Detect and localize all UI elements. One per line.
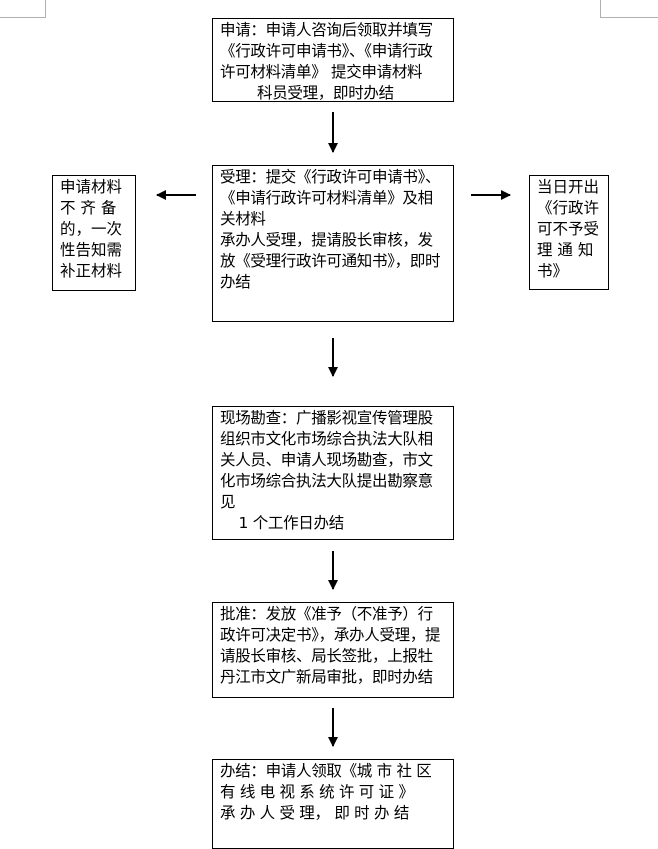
step-apply-line: 许可材料清单》 提交申请材料 (220, 63, 423, 81)
step-inspect-line: 1 个工作日办结 (220, 514, 345, 532)
branch-incomplete-line: 申请材料 (60, 178, 123, 196)
branch-incomplete-materials: 申请材料 不 齐 备 的，一次 性告知需 补正材料 (52, 175, 136, 291)
step-inspect-line: 见 (220, 493, 236, 511)
step-complete-line: 有 线 电 视 系 统 许 可 证 》 (220, 783, 414, 801)
branch-reject-line: 理 通 知 (537, 241, 594, 259)
branch-reject-line: 《行政许 (537, 199, 600, 217)
step-inspect-line: 现场勘查：广播影视宣传管理股 (220, 409, 433, 427)
step-approve: 批准：发放《准予（不准予）行 政许可决定书》，承办人受理，提 请股长审核、局长签… (212, 602, 454, 698)
branch-reject-line: 书》 (537, 262, 569, 280)
step-inspect-line: 化市场综合执法大队提出勘察意 (220, 472, 433, 490)
step-approve-line: 政许可决定书》，承办人受理，提 (220, 626, 441, 644)
branch-incomplete-line: 补正材料 (60, 262, 123, 280)
branch-incomplete-line: 不 齐 备 (60, 199, 117, 217)
branch-reject-line: 可不予受 (537, 220, 600, 238)
branch-incomplete-line: 的，一次 (60, 220, 123, 238)
step-apply-line: 申请：申请人咨询后领取并填写 (220, 21, 433, 39)
step-accept: 受理：提交《行政许可申请书》、 《申请行政许可材料清单》及相 关材料 承办人受理… (212, 165, 454, 322)
step-approve-line: 请股长审核、局长签批，上报牡 (220, 647, 433, 665)
branch-rejection-notice: 当日开出 《行政许 可不予受 理 通 知 书》 (529, 175, 609, 290)
branch-reject-line: 当日开出 (537, 178, 600, 196)
step-inspect-line: 关人员、申请人现场勘查，市文 (220, 451, 433, 469)
branch-incomplete-line: 性告知需 (60, 241, 123, 259)
step-inspect-line: 组织市文化市场综合执法大队相 (220, 430, 433, 448)
step-accept-line: 《申请行政许可材料清单》及相 (220, 189, 433, 207)
step-approve-line: 丹江市文广新局审批，即时办结 (220, 668, 433, 686)
crop-mark-top-left (0, 0, 46, 18)
step-accept-line: 办结 (220, 273, 251, 291)
crop-mark-top-right (600, 0, 658, 18)
step-accept-line: 受理：提交《行政许可申请书》、 (220, 168, 441, 186)
step-complete: 办结：申请人领取《城 市 社 区 有 线 电 视 系 统 许 可 证 》 承 办… (212, 759, 454, 849)
step-accept-line: 关材料 (220, 210, 266, 228)
step-inspect: 现场勘查：广播影视宣传管理股 组织市文化市场综合执法大队相 关人员、申请人现场勘… (212, 406, 454, 540)
step-apply: 申请：申请人咨询后领取并填写 《行政许可申请书》、《申请行政 许可材料清单》 提… (212, 18, 454, 102)
step-apply-line: 科员受理，即时办结 (220, 84, 394, 102)
step-accept-line: 放《受理行政许可通知书》，即时 (220, 252, 441, 270)
step-approve-line: 批准：发放《准予（不准予）行 (220, 605, 433, 623)
step-apply-line: 《行政许可申请书》、《申请行政 (220, 42, 433, 60)
step-complete-line: 办结：申请人领取《城 市 社 区 (220, 762, 432, 780)
step-complete-line: 承 办 人 受 理， 即 时 办 结 (220, 804, 410, 822)
step-accept-line: 承办人受理，提请股长审核，发 (220, 231, 433, 249)
